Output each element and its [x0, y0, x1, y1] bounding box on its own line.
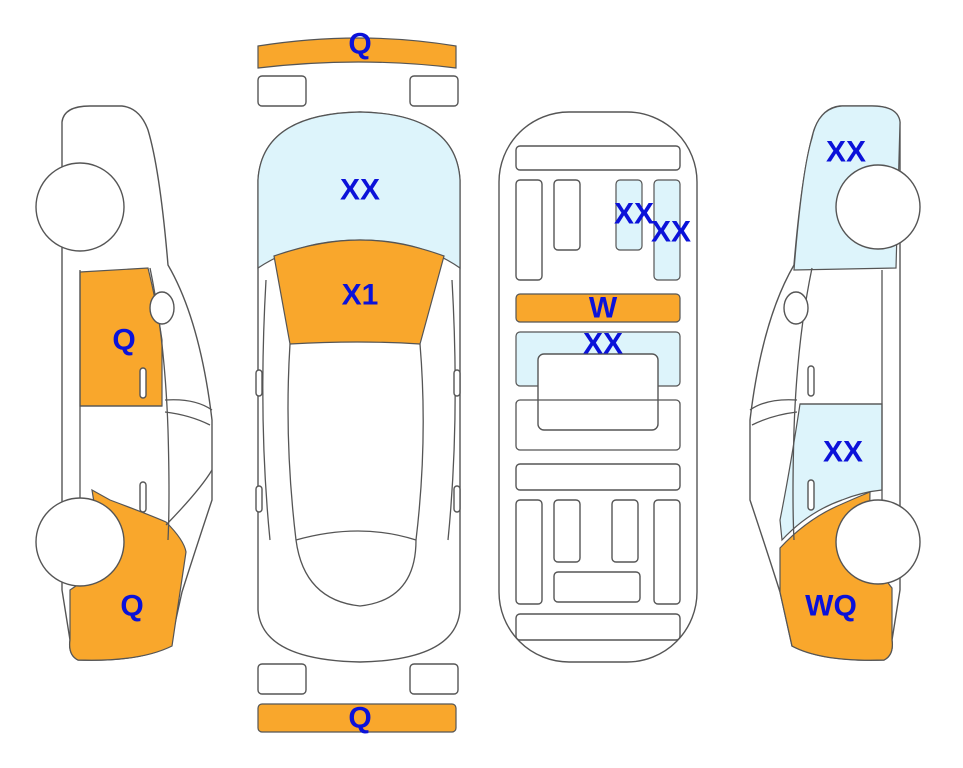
left-rear-door-handle: [139, 481, 147, 513]
roof-left-rear-seat-inner: [553, 499, 581, 563]
left-mirror-line: [164, 399, 213, 411]
top-right-handle: [453, 485, 461, 513]
top-left-mirror: [255, 369, 263, 397]
right-mirror-line: [749, 399, 798, 411]
right-rear-door-label: XX: [823, 436, 863, 469]
top-view: Q XX X1 Q: [255, 28, 461, 735]
top-right-roof-line: [415, 343, 424, 541]
roof-strip-panel[interactable]: [515, 293, 681, 323]
left-side-view: Q Q: [35, 105, 213, 661]
roof-left-rear-seat: [515, 499, 543, 605]
right-rear-quarter-label: WQ: [805, 590, 857, 623]
top-rear-window-line: [295, 530, 417, 541]
roof-front-strip: [515, 145, 681, 171]
right-window-line: [751, 411, 798, 426]
left-front-door-label: Q: [112, 324, 135, 357]
right-front-fender-label: XX: [826, 136, 866, 169]
right-mirror: [783, 291, 809, 325]
roof-middle-panel: [515, 399, 681, 451]
roof-front-right-inner-panel[interactable]: [615, 179, 643, 251]
left-rear-wheel: [35, 497, 125, 587]
roof-front-left-label: XX: [614, 198, 654, 231]
left-rear-quarter-panel[interactable]: [69, 488, 187, 661]
roof-left-front-seat-inner: [553, 179, 581, 251]
rear-left-taillight: [257, 663, 307, 695]
right-front-wheel: [835, 164, 921, 250]
left-rear-quarter-label: Q: [120, 590, 143, 623]
rear-bumper-label: Q: [348, 702, 371, 735]
top-right-side-line: [447, 279, 456, 541]
front-bumper-panel[interactable]: [257, 37, 457, 69]
right-side-view: XX XX WQ: [749, 105, 921, 661]
left-mirror: [149, 291, 175, 325]
roof-front-right-label: XX: [651, 216, 691, 249]
roof-view: XX XX W XX: [498, 111, 698, 663]
hood-label: XX: [340, 174, 380, 207]
roof-left-front-seat: [515, 179, 543, 281]
front-left-headlight: [257, 75, 307, 107]
right-rear-door-handle: [807, 479, 815, 511]
left-front-door-handle: [139, 367, 147, 399]
windshield-panel[interactable]: [273, 239, 445, 345]
windshield-label: X1: [342, 279, 379, 312]
front-bumper-label: Q: [348, 28, 371, 61]
top-left-side-line: [262, 279, 271, 541]
roof-rear-console: [553, 571, 641, 603]
top-left-handle: [255, 485, 263, 513]
right-front-door-handle: [807, 365, 815, 397]
roof-front-right-outer-panel[interactable]: [653, 179, 681, 281]
left-front-wheel: [35, 162, 125, 252]
rear-bumper-panel[interactable]: [257, 703, 457, 733]
roof-right-rear-seat: [653, 499, 681, 605]
roof-strip-label: W: [589, 292, 618, 325]
top-right-mirror: [453, 369, 461, 397]
top-trunk-line: [295, 539, 417, 607]
right-rear-wheel: [835, 499, 921, 585]
roof-rear-trunk-strip: [515, 613, 681, 641]
front-right-headlight: [409, 75, 459, 107]
rear-right-taillight: [409, 663, 459, 695]
roof-rear-strip: [515, 463, 681, 491]
top-left-roof-line: [287, 343, 297, 541]
left-window-line: [164, 411, 211, 426]
right-rear-door-panel[interactable]: [779, 403, 883, 542]
roof-sunroof: [537, 353, 659, 431]
roof-right-rear-seat-inner: [611, 499, 639, 563]
left-rear-window-line: [165, 469, 213, 526]
roof-center-label: XX: [583, 328, 623, 361]
